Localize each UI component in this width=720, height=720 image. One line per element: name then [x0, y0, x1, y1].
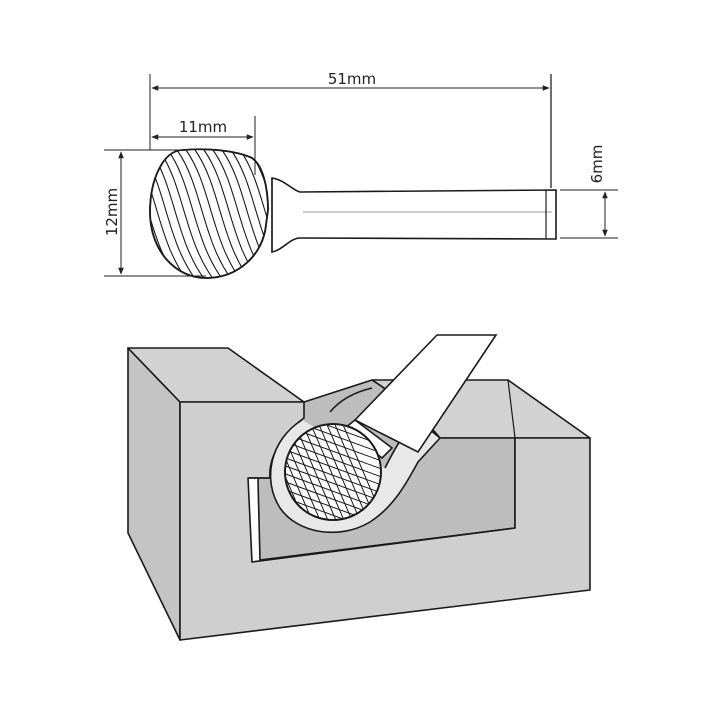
hatch-line	[285, 455, 381, 497]
head-diameter-label: 12mm	[103, 188, 121, 236]
ball-head	[149, 148, 269, 279]
flute-line	[150, 149, 197, 278]
flute-line	[167, 149, 224, 278]
flute-line	[176, 149, 233, 278]
hatch-line	[300, 424, 347, 520]
burr-tool-drawing	[149, 148, 557, 279]
hatch-line	[285, 495, 381, 520]
dimension-overall-length: 51mm	[149, 70, 552, 188]
flute-line	[185, 149, 242, 278]
hatch-line	[285, 439, 381, 481]
overall-length-label: 51mm	[328, 70, 376, 88]
dimension-head-length: 11mm	[151, 116, 256, 175]
flute-line	[194, 149, 251, 278]
hatch-line	[285, 424, 315, 520]
dimension-head-diameter: 12mm	[103, 149, 206, 277]
flute-line	[158, 149, 215, 278]
hatch-line	[324, 424, 371, 520]
flute-line	[230, 149, 268, 278]
shank-diameter-label: 6mm	[588, 145, 606, 184]
hatch-line	[308, 424, 355, 520]
hatch-line	[285, 424, 323, 520]
hatch-line	[285, 487, 381, 520]
hatch-line	[285, 447, 381, 489]
back-corner-line	[507, 379, 516, 439]
flute-line	[150, 149, 188, 278]
flute-line	[239, 149, 268, 278]
shank	[271, 177, 557, 253]
groove-floor-line	[251, 527, 516, 563]
head-length-label: 11mm	[179, 118, 227, 136]
dimension-shank-diameter: 6mm	[560, 145, 618, 239]
hatch-line	[285, 424, 381, 457]
hatch-line	[285, 463, 381, 505]
